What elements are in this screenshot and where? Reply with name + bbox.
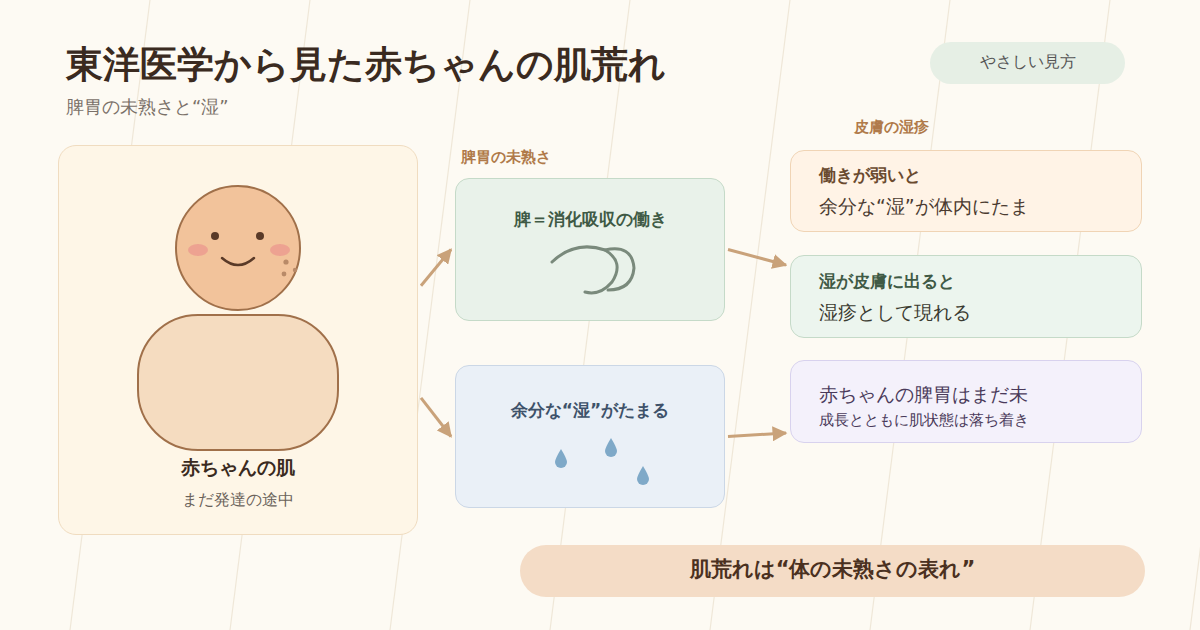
- node-text: 働きが弱いと: [819, 165, 921, 186]
- node-text: 湿疹として現れる: [819, 301, 971, 325]
- node-heading: 脾胃の未熟さ: [461, 148, 551, 167]
- node-text: 脾＝消化吸収の働き: [456, 209, 724, 230]
- subtitle-label: 脾胃の未熟さと“湿”: [66, 96, 229, 119]
- node-heading: 皮膚の湿疹: [854, 118, 929, 137]
- baby-box: 赤ちゃんの肌まだ発達の途中: [58, 145, 418, 535]
- conclusion-pill: 肌荒れは“体の未熟さの表れ”: [520, 545, 1145, 597]
- node-text: 肌荒れは“体の未熟さの表れ”: [520, 556, 1145, 582]
- badge-pill: やさしい見方: [930, 42, 1125, 84]
- flow-arrow: [728, 250, 786, 266]
- flow-arrow: [728, 433, 786, 437]
- node-heading: 赤ちゃんの肌: [59, 456, 417, 480]
- node-text: やさしい見方: [930, 52, 1125, 72]
- node-heading: 赤ちゃんの脾胃はまだ未: [819, 383, 1028, 407]
- result-box: 皮膚の湿疹働きが弱いと余分な“湿”が体内にたま: [790, 150, 1142, 232]
- node-heading: 湿が皮膚に出ると: [819, 271, 955, 292]
- diagram-title: 東洋医学から見た赤ちゃんの肌荒れ: [66, 42, 666, 88]
- process-box: 余分な“湿”がたまる: [455, 365, 725, 508]
- result-box: 湿が皮膚に出ると湿疹として現れる: [790, 255, 1142, 338]
- flow-arrow: [421, 250, 451, 286]
- process-box: 脾胃の未熟さ脾＝消化吸収の働き: [455, 178, 725, 321]
- swirl-icon: [552, 247, 634, 293]
- node-text: 成長とともに肌状態は落ち着き: [819, 411, 1029, 430]
- baby-illustration: [138, 186, 338, 450]
- node-text: 余分な“湿”が体内にたま: [819, 195, 1029, 219]
- node-text: まだ発達の途中: [59, 490, 417, 510]
- result-box: 赤ちゃんの脾胃はまだ未成長とともに肌状態は落ち着き: [790, 360, 1142, 443]
- node-text: 余分な“湿”がたまる: [456, 400, 724, 421]
- flow-arrow: [421, 398, 451, 437]
- droplets: [555, 438, 649, 485]
